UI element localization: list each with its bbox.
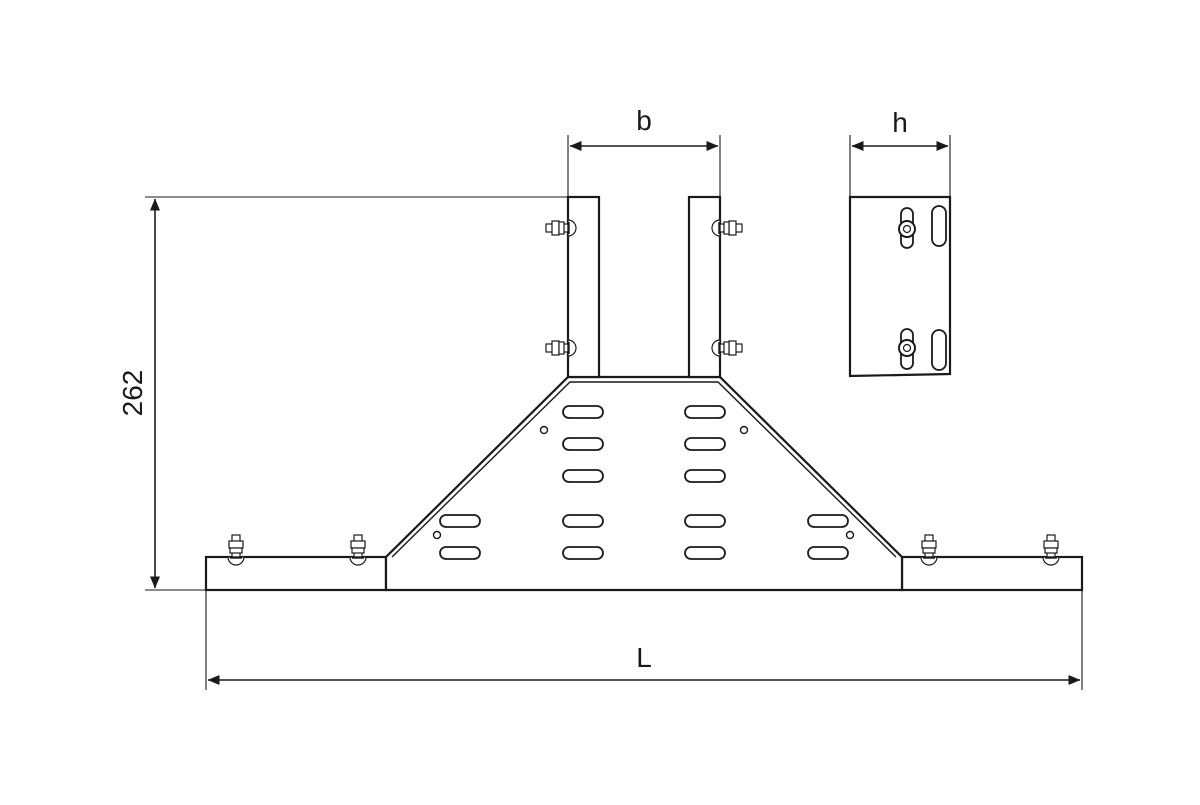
slot xyxy=(684,437,726,451)
hole xyxy=(539,425,549,435)
dimension-L: L xyxy=(205,590,1083,690)
slot xyxy=(439,514,481,528)
bolt-icon xyxy=(545,339,577,357)
slot xyxy=(931,205,947,247)
slot xyxy=(807,546,849,560)
slot xyxy=(562,437,604,451)
slot xyxy=(684,469,726,483)
slot xyxy=(439,546,481,560)
dimension-262: 262 xyxy=(117,196,568,591)
dimension-label-L: L xyxy=(636,642,652,673)
bolt-icon xyxy=(920,534,938,566)
dimension-label-h: h xyxy=(892,107,908,138)
slot xyxy=(562,546,604,560)
tee-front-view xyxy=(204,195,1084,592)
side-plate xyxy=(848,195,952,378)
bolt-icon xyxy=(711,219,743,237)
hole xyxy=(739,425,749,435)
hole xyxy=(845,530,855,540)
slot xyxy=(931,329,947,371)
plate-slots xyxy=(439,405,849,560)
dimension-b: b xyxy=(567,105,721,197)
bolt-icon xyxy=(898,328,916,370)
bolt-icon xyxy=(349,534,367,566)
arm-bolts xyxy=(545,219,743,357)
bolt-icon xyxy=(711,339,743,357)
arm-side-view xyxy=(848,195,952,378)
bolt-icon xyxy=(898,207,916,249)
slot xyxy=(684,405,726,419)
slot xyxy=(807,514,849,528)
bolt-icon xyxy=(227,534,245,566)
hole xyxy=(432,530,442,540)
slot xyxy=(562,405,604,419)
bolt-icon xyxy=(545,219,577,237)
dimension-h: h xyxy=(849,107,951,197)
dimension-label-b: b xyxy=(636,105,652,136)
plate-holes xyxy=(432,425,855,540)
slot xyxy=(684,514,726,528)
dimension-label-262: 262 xyxy=(117,370,148,417)
slot xyxy=(562,514,604,528)
flange-bolts xyxy=(227,534,1060,566)
slot xyxy=(684,546,726,560)
bolt-icon xyxy=(1042,534,1060,566)
slot xyxy=(562,469,604,483)
plate-bevel-line xyxy=(391,381,897,558)
